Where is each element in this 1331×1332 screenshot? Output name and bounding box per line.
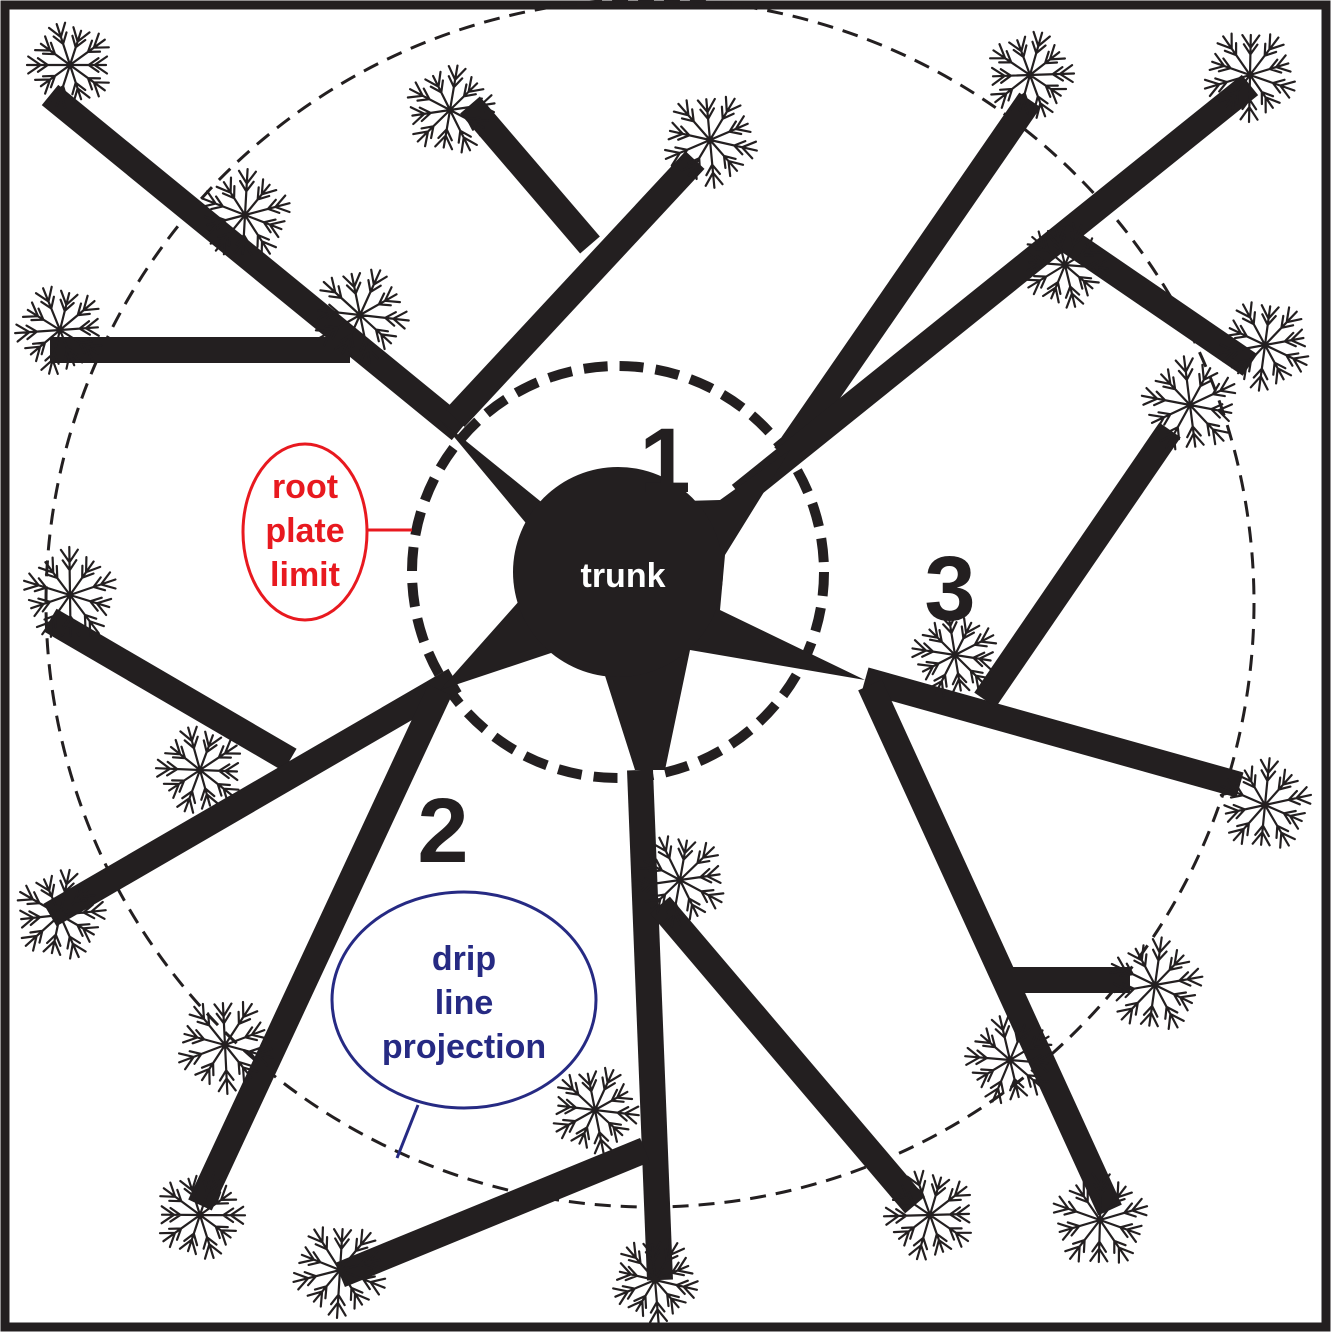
rootlet-tuft [1054,1171,1147,1263]
rootlet-branches [554,1068,639,1153]
drip-line-pointer [397,1105,418,1158]
root-segment [985,430,1170,700]
root-segment [870,685,1110,1210]
root-segment [470,105,590,245]
root-plate-line-2: plate [265,512,344,550]
zone-3-label: 3 [924,538,975,640]
rootlet-branches [1111,938,1203,1029]
drip-line-line-2: line [435,984,494,1022]
drip-line-line-3: projection [382,1028,546,1066]
root-plate-line-3: limit [270,556,340,594]
root-segment [50,620,290,760]
root-segment [340,1150,645,1275]
rootlet-branches [24,547,115,637]
trunk-label: trunk [581,557,666,595]
drip-line-line-1: drip [432,940,496,978]
rootlet-branches [1220,302,1308,390]
rootlet-branches [156,727,240,813]
root-segment [455,160,695,418]
rootlet-tuft [613,1240,697,1323]
root-plate-callout: root plate limit [243,444,412,620]
rootlet-tuft [1111,938,1203,1029]
root-segment [50,95,460,430]
root-plate-line-1: root [272,468,338,506]
rootlet-tuft [554,1068,639,1153]
zone-1-label: 1 [639,410,690,512]
rootlet-tuft [24,547,115,637]
rootlet-branches [1054,1171,1147,1263]
rootlet-branches [613,1240,697,1323]
drip-line-callout: drip line projection [332,892,596,1158]
rootlet-tuft [156,727,240,813]
zone-2-label: 2 [417,780,468,882]
rootlet-tuft [1220,302,1308,390]
root-segment [660,905,915,1205]
